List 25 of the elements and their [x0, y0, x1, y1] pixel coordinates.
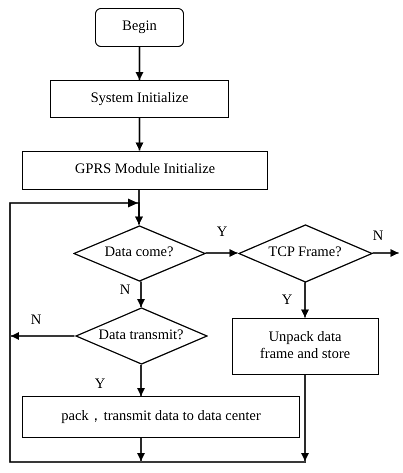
arrow	[137, 282, 145, 307]
arrow	[137, 365, 145, 396]
edge-label: N	[372, 228, 384, 244]
arrow	[136, 118, 144, 150]
edge-label: Y	[94, 376, 106, 392]
process-box: pack，transmit data to data center	[22, 396, 300, 438]
process-box: System Initialize	[50, 80, 229, 118]
arrow	[9, 198, 306, 463]
arrow	[206, 249, 238, 257]
process-box: Unpack data frame and store	[232, 318, 378, 374]
arrow	[136, 46, 144, 80]
arrow	[301, 282, 309, 318]
arrow	[301, 374, 309, 461]
edge-label: Y	[282, 292, 292, 308]
edge-label: N	[120, 282, 130, 298]
arrow	[137, 438, 145, 461]
process-box: GPRS Module Initialize	[22, 150, 268, 190]
decision-diamond: Data come?	[72, 224, 206, 282]
edge-label: N	[30, 312, 42, 328]
decision-diamond: TCP Frame?	[238, 224, 372, 282]
decision-diamond: Data transmit?	[74, 307, 208, 365]
edge-label: Y	[216, 224, 228, 240]
arrow	[11, 332, 74, 340]
arrow	[372, 249, 398, 257]
start-box: Begin	[95, 8, 184, 46]
